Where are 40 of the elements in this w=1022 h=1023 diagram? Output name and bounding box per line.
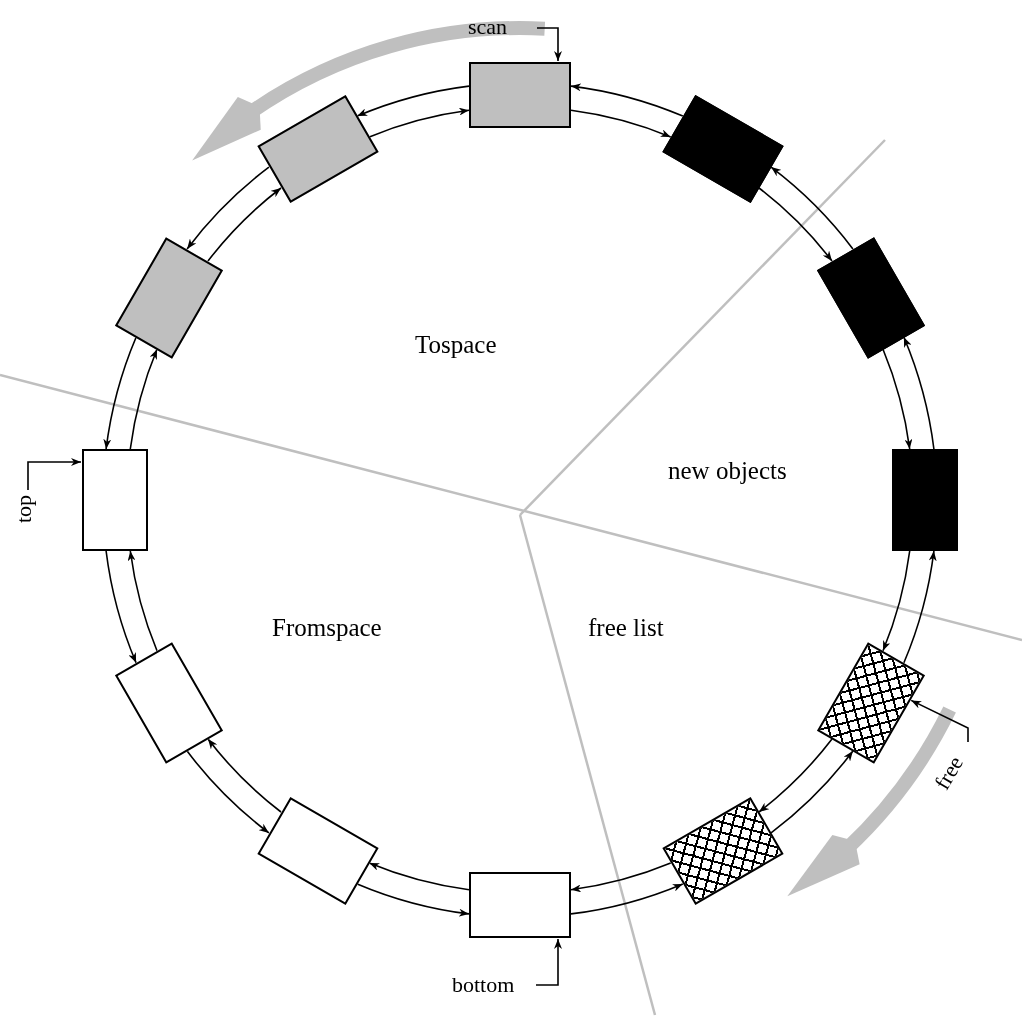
memory-block [82,449,148,551]
arrow [368,107,470,138]
arrow [207,738,282,813]
arrow [570,862,672,893]
arrow [127,550,158,652]
region-label: free list [588,615,664,640]
region-label: Fromspace [272,615,382,640]
arrow [903,550,937,664]
leader-line [910,699,969,743]
region-label: new objects [668,458,787,483]
arrow [882,348,913,450]
leader-line [535,938,562,986]
arrow [356,883,470,917]
arrow [770,750,854,834]
arrow [186,750,270,834]
arrow [570,109,672,138]
leader-line [536,27,562,62]
arrow [368,862,470,891]
pointer-label: top [13,494,36,524]
arrow [186,166,270,250]
arrow [356,85,470,117]
leader-line [27,458,82,491]
memory-block [469,62,571,128]
pointer-label: scan [468,16,508,38]
arrow [207,187,282,262]
arrow [103,336,137,450]
pointer-label: bottom [452,974,515,996]
memory-block [892,449,958,551]
arrow [129,348,158,450]
arrow [570,883,684,915]
memory-block [469,872,571,938]
arrow [882,550,911,652]
arrow [758,187,833,262]
arrow [570,83,684,117]
arrow [770,166,854,250]
pointer-label: free [931,752,968,794]
arrow [758,738,833,813]
arrow [903,336,935,450]
region-label: Tospace [415,332,497,357]
arrow [105,550,137,664]
